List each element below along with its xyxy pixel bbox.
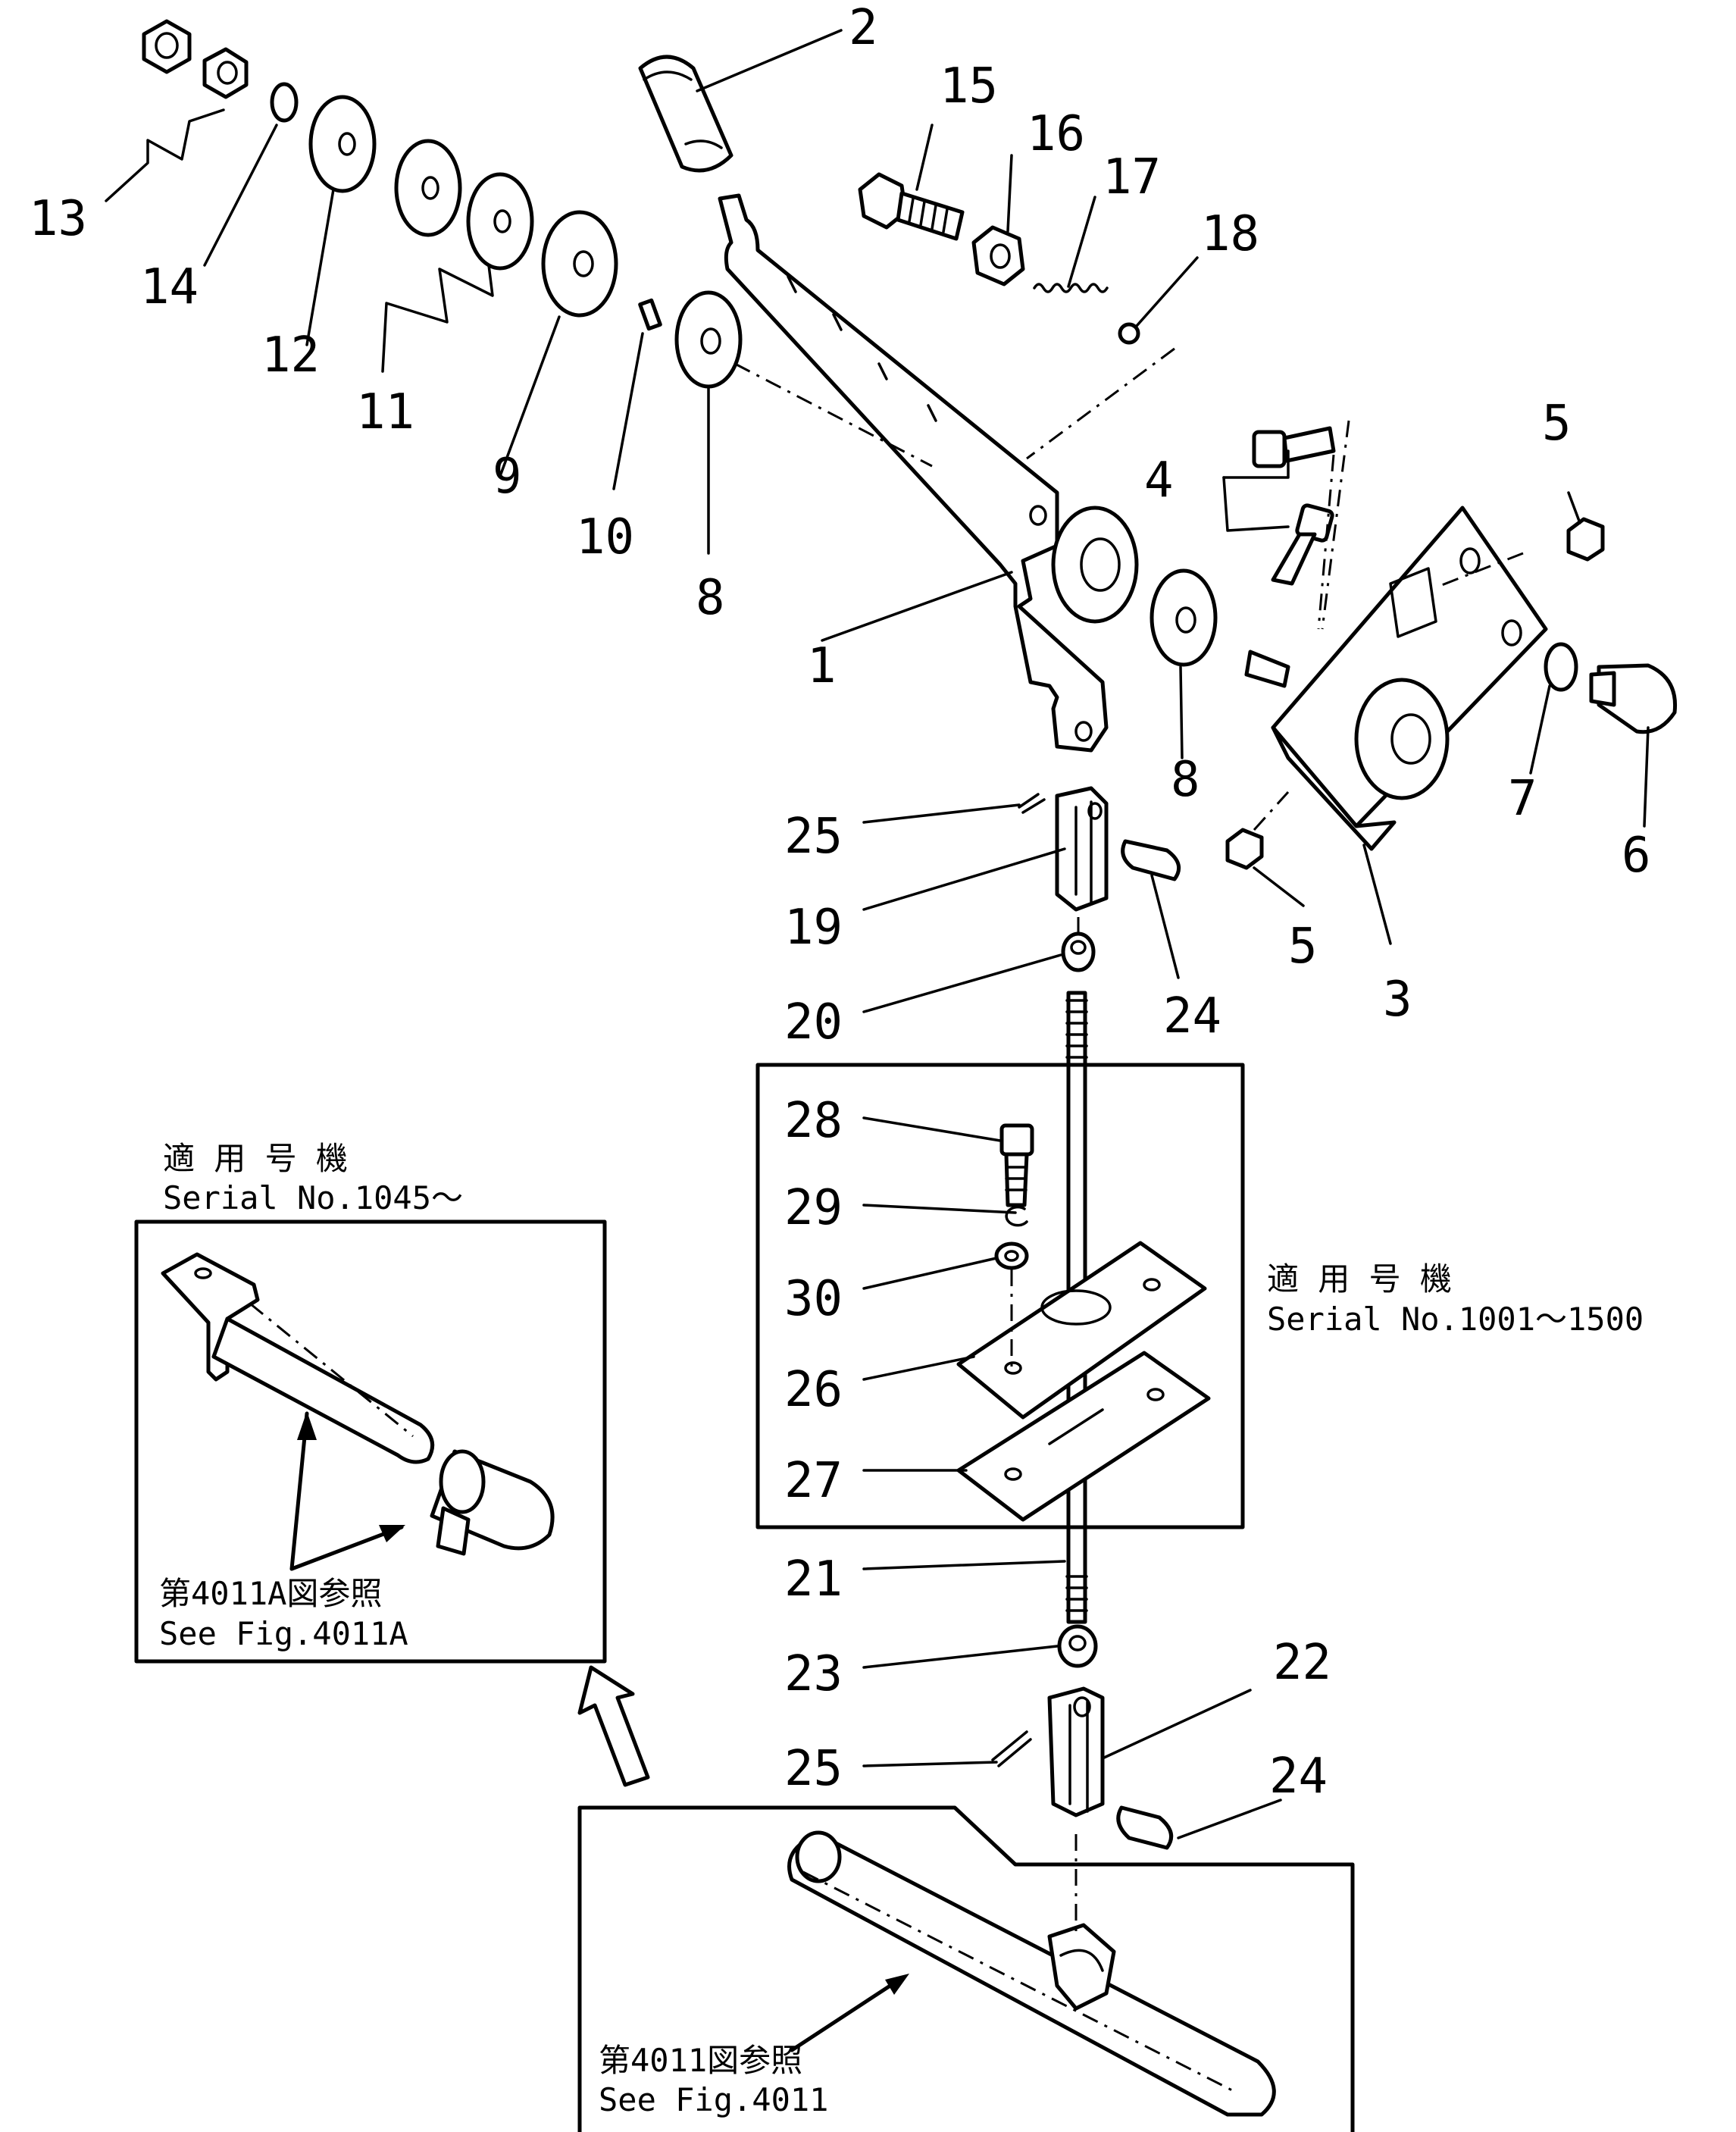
callout-21: 21 bbox=[784, 1551, 843, 1608]
part-7-washer bbox=[1544, 642, 1578, 692]
ref-4011-jp: 第4011図参照 bbox=[599, 2042, 802, 2079]
callout-2: 2 bbox=[849, 0, 878, 56]
annotation-notes: 適 用 号 機 Serial No.1045～ 適 用 号 機 Serial N… bbox=[159, 1140, 1644, 2118]
part-3-bracket bbox=[1244, 506, 1548, 851]
callout-14: 14 bbox=[140, 259, 199, 315]
part-16-nut bbox=[971, 225, 1025, 286]
callout-1: 1 bbox=[807, 638, 837, 694]
callout-8-upper: 8 bbox=[696, 570, 725, 626]
part-14-washer bbox=[270, 82, 299, 123]
callout-11: 11 bbox=[356, 384, 414, 440]
part-19-clevis bbox=[1055, 786, 1109, 912]
part-30-washer bbox=[994, 1241, 1029, 1270]
part-25-cotter-pin-upper bbox=[1018, 793, 1046, 814]
callout-23: 23 bbox=[784, 1646, 843, 1702]
part-8-washer-lower bbox=[1150, 568, 1218, 667]
cross-shaft bbox=[787, 1830, 1276, 2117]
inset-box-serial-1045 bbox=[134, 1219, 607, 1664]
part-20-nut bbox=[1061, 931, 1096, 972]
lever-variant-sleeve bbox=[430, 1449, 555, 1556]
part-1-lever bbox=[718, 193, 1139, 753]
part-8-washer-upper bbox=[674, 290, 743, 389]
leader-lines bbox=[105, 29, 1650, 1839]
inset-box-serial-1001 bbox=[755, 1063, 1245, 1529]
part-18-ball bbox=[1118, 322, 1140, 345]
callout-5-upper: 5 bbox=[1542, 396, 1572, 452]
part-22-clevis bbox=[1047, 1686, 1105, 1817]
callout-25-lower: 25 bbox=[784, 1741, 843, 1797]
callout-30: 30 bbox=[784, 1271, 843, 1327]
ref-4011-en: See Fig.4011 bbox=[599, 2081, 828, 2118]
callout-25-upper: 25 bbox=[784, 809, 843, 865]
callout-27: 27 bbox=[784, 1453, 843, 1509]
callout-8-lower: 8 bbox=[1171, 752, 1200, 808]
callout-labels: 13 14 12 11 9 10 8 2 15 16 17 18 1 4 5 8… bbox=[29, 0, 1651, 1805]
part-26-plate bbox=[956, 1241, 1207, 1420]
callout-4: 4 bbox=[1144, 452, 1174, 509]
part-29-lockwasher bbox=[1005, 1205, 1028, 1227]
part-24-pin-upper bbox=[1121, 839, 1181, 881]
ref-4011a-en: See Fig.4011A bbox=[159, 1615, 408, 1652]
part-15-bolt bbox=[858, 172, 965, 241]
callout-16: 16 bbox=[1027, 106, 1085, 162]
callout-17: 17 bbox=[1103, 149, 1161, 205]
callout-19: 19 bbox=[784, 900, 843, 956]
up-arrow-icon bbox=[577, 1665, 650, 1787]
part-2-grip bbox=[638, 55, 733, 173]
callout-29: 29 bbox=[784, 1180, 843, 1236]
part-25-cotter-pin-lower bbox=[991, 1730, 1032, 1767]
serial-right-jp: 適 用 号 機 bbox=[1267, 1260, 1452, 1298]
callout-22: 22 bbox=[1273, 1635, 1331, 1691]
callout-5-lower: 5 bbox=[1288, 919, 1318, 975]
part-6-bolt bbox=[1589, 663, 1678, 734]
serial-right-en: Serial No.1001～1500 bbox=[1267, 1301, 1644, 1338]
callout-10: 10 bbox=[576, 509, 634, 565]
callout-6: 6 bbox=[1622, 828, 1651, 884]
callout-26: 26 bbox=[784, 1362, 843, 1418]
ref-4011a-jp: 第4011A図参照 bbox=[159, 1575, 382, 1612]
callout-9: 9 bbox=[493, 449, 522, 505]
part-5-nut-lower bbox=[1225, 828, 1264, 870]
callout-15: 15 bbox=[940, 58, 998, 114]
part-28-bolt bbox=[999, 1123, 1034, 1207]
part-24-pin-lower bbox=[1116, 1805, 1174, 1850]
callout-18: 18 bbox=[1201, 206, 1259, 262]
callout-12: 12 bbox=[261, 327, 320, 384]
part-4-bolts bbox=[1252, 426, 1336, 586]
part-9-bushing bbox=[541, 210, 618, 318]
callout-3: 3 bbox=[1383, 972, 1412, 1028]
lever-variant-shaft bbox=[161, 1252, 435, 1464]
part-11-washers bbox=[394, 139, 534, 271]
serial-left-en: Serial No.1045～ bbox=[163, 1179, 463, 1216]
part-13-nuts bbox=[142, 19, 249, 99]
callout-28: 28 bbox=[784, 1093, 843, 1149]
inset-box-fig-4011 bbox=[577, 1805, 1355, 2132]
callout-20: 20 bbox=[784, 994, 843, 1050]
callout-7: 7 bbox=[1508, 771, 1537, 827]
callout-13: 13 bbox=[29, 191, 87, 247]
part-5-nut-upper bbox=[1566, 517, 1605, 562]
callout-24-lower: 24 bbox=[1269, 1748, 1328, 1805]
part-12-washer bbox=[308, 95, 377, 193]
part-23-nut bbox=[1057, 1624, 1098, 1668]
part-17-spring bbox=[1033, 283, 1109, 293]
serial-left-jp: 適 用 号 機 bbox=[163, 1140, 348, 1177]
callout-24-upper: 24 bbox=[1163, 988, 1221, 1044]
part-10-pin bbox=[638, 298, 662, 331]
part-27-plate bbox=[956, 1351, 1211, 1522]
